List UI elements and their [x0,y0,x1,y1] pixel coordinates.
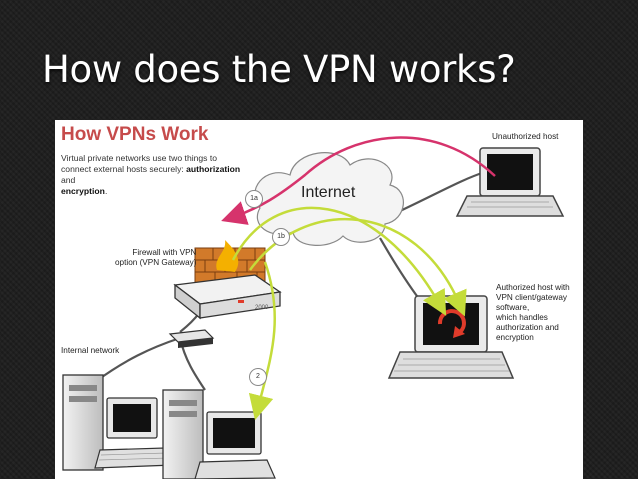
gateway-model-label: 2000 [255,305,269,311]
authorized-line-2: VPN client/gateway [496,293,567,302]
arrow-1a [221,136,496,225]
firewall-label: Firewall with VPN option (VPN Gateway) [115,248,196,268]
arrow-1b-return [248,217,467,317]
step-badge-2: 2 [249,368,267,386]
vpn-diagram: How VPNs Work Virtual private networks u… [55,120,583,479]
diagram-title: How VPNs Work [61,124,209,145]
firewall-label-line-2: option (VPN Gateway) [115,258,197,267]
authorized-line-5: authorization and [496,323,559,332]
step-badge-1a: 1a [245,190,263,208]
desktop-icon-2 [162,389,276,479]
firewall-label-line-1: Firewall with VPN [132,248,197,257]
diagram-intro: Virtual private networks use two things … [61,153,246,197]
unauthorized-host-label: Unauthorized host [492,132,559,141]
desktop-icon-1 [62,374,174,471]
intro-and: and [61,175,76,185]
intro-encryption: encryption [61,186,105,196]
authorized-line-1: Authorized host with [496,283,570,292]
slide-title: How does the VPN works? [42,48,516,91]
intro-end: . [104,186,108,196]
intro-text: Virtual private networks use two things … [61,153,218,174]
step-badge-1b: 1b [272,228,290,246]
arrow-1b [231,206,447,316]
authorized-line-4: which handles [496,313,548,322]
authorized-line-6: encryption [496,333,534,342]
arrow-2 [248,261,276,421]
intro-authorization: authorization [186,164,241,174]
authorized-line-3: software, [496,303,530,312]
router-icon [173,274,282,320]
authorized-host-label: Authorized host with VPN client/gateway … [496,283,570,343]
laptop-icon-unauthorized [455,147,565,217]
internal-network-label: Internal network [61,346,120,355]
green-arrows [231,206,467,421]
diagram-art [62,136,565,479]
cloud-label: Internet [301,184,356,201]
switch-icon [168,329,215,348]
laptop-icon-authorized [387,295,515,379]
